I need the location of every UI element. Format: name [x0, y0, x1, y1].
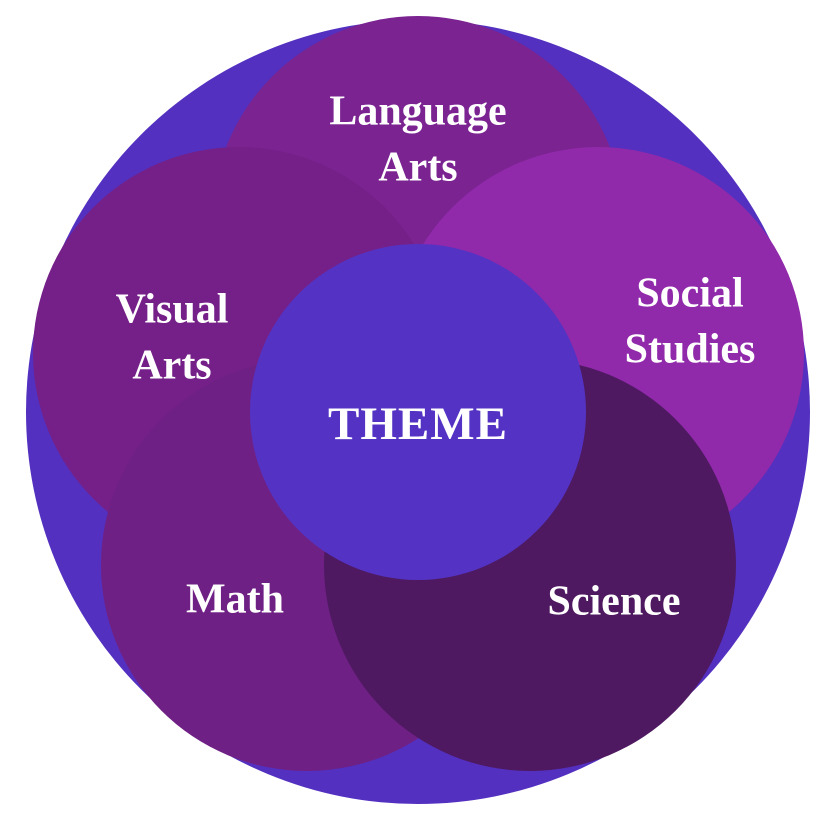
theme-label: THEME: [328, 398, 508, 450]
language-arts-label-line2: Arts: [378, 145, 457, 191]
science-label-line1: Science: [548, 579, 681, 625]
visual-arts-label-line2: Arts: [132, 343, 211, 389]
social-studies-label-line2: Studies: [625, 327, 756, 373]
language-arts-label-line1: Language: [329, 89, 506, 135]
math-label-line1: Math: [186, 577, 284, 623]
social-studies-label-line1: Social: [636, 271, 743, 317]
labels-layer: Language Arts Social Studies Science Mat…: [116, 89, 756, 625]
theme-circle[interactable]: [250, 244, 586, 580]
visual-arts-label-line1: Visual: [116, 287, 229, 333]
